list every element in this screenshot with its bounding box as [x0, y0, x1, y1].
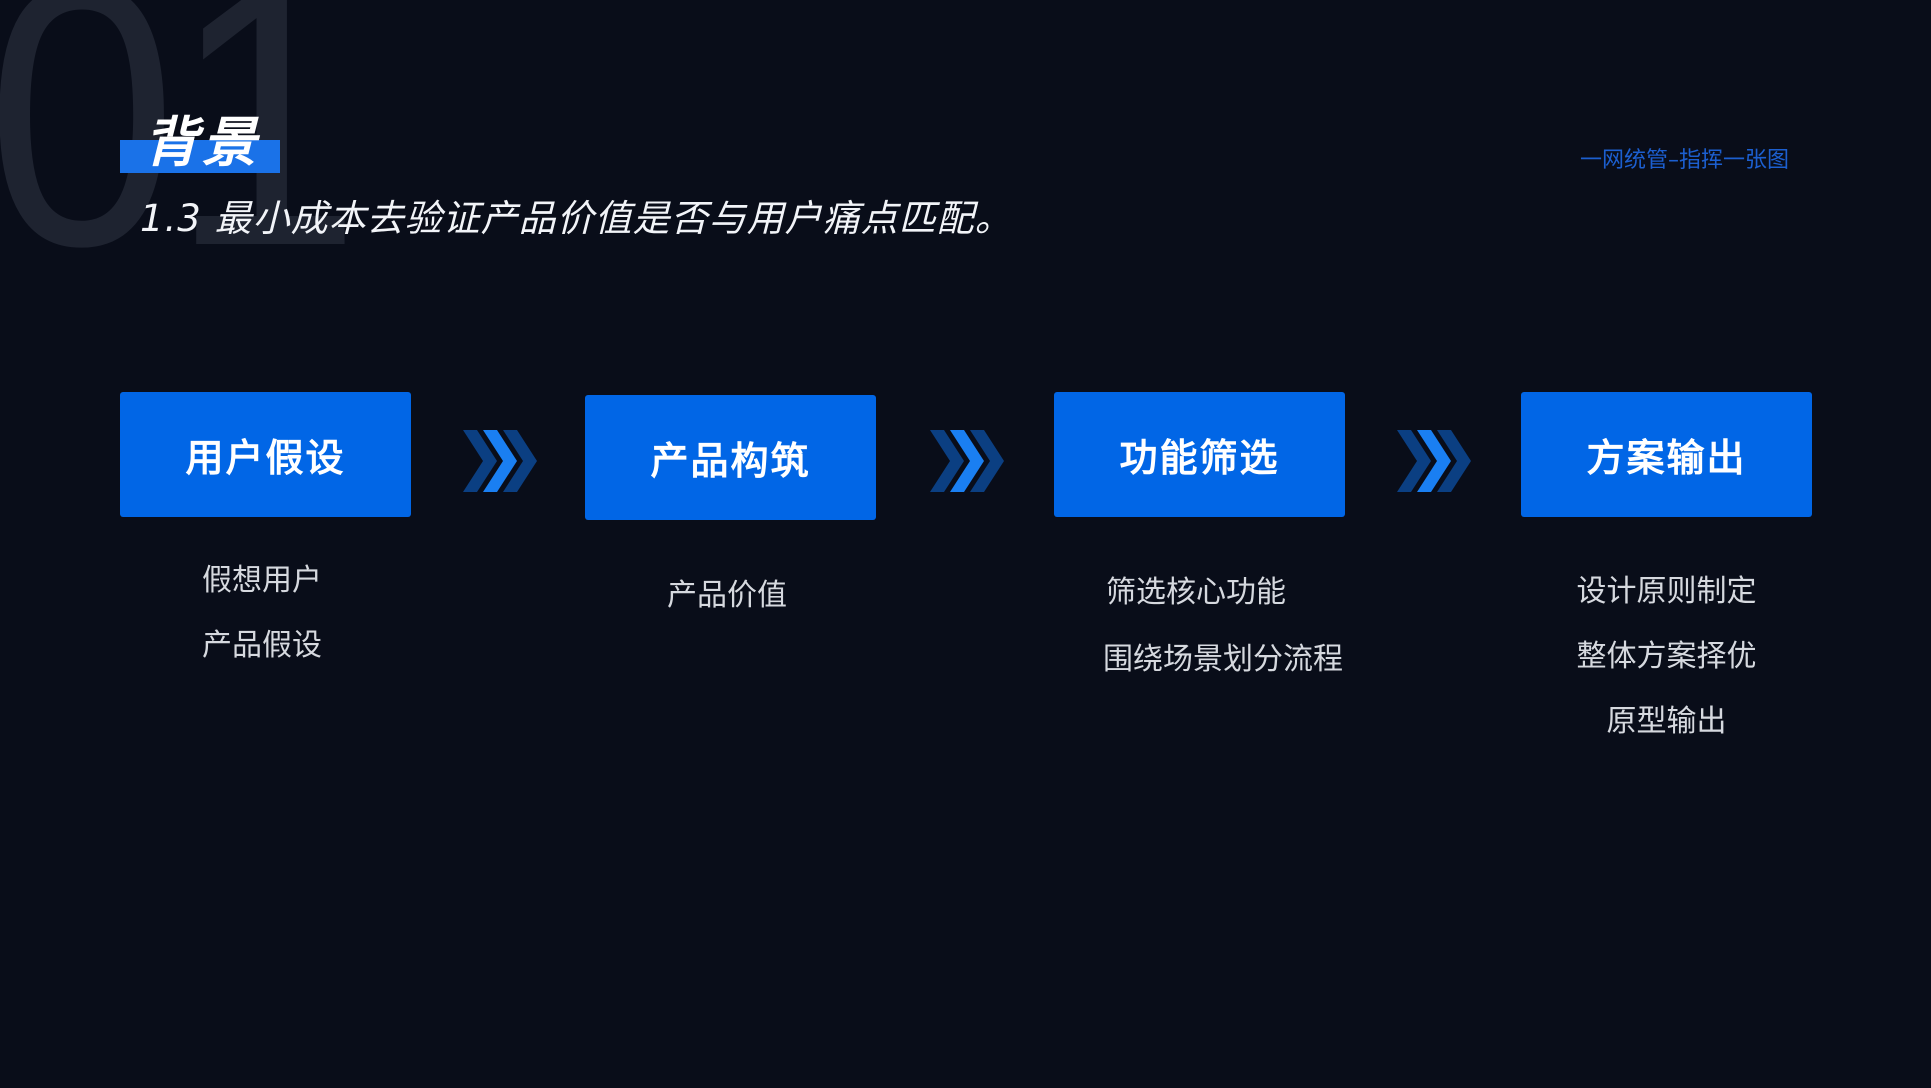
- heading-highlight-bar: [120, 140, 280, 173]
- page-subtitle: 1.3 最小成本去验证产品价值是否与用户痛点匹配。: [140, 197, 1013, 240]
- flow-step-product-build: 产品构筑: [585, 395, 876, 520]
- list-item: 围绕场景划分流程: [1103, 642, 1343, 677]
- list-item: 假想用户: [202, 563, 322, 598]
- flow-step-4-items: 设计原则制定 整体方案择优 原型输出: [1521, 559, 1812, 754]
- list-item: 设计原则制定: [1576, 574, 1757, 609]
- page-title: 背景: [144, 111, 260, 174]
- flow-step-solution-output: 方案输出: [1521, 392, 1812, 517]
- triple-chevron-right-icon: [930, 430, 1004, 492]
- flow-step-label: 产品构筑: [650, 439, 811, 483]
- list-item: 整体方案择优: [1576, 639, 1757, 674]
- flow-step-label: 方案输出: [1586, 436, 1747, 480]
- list-item: 产品假设: [202, 628, 322, 663]
- list-item: 原型输出: [1606, 704, 1727, 739]
- list-item: 筛选核心功能: [1106, 575, 1286, 610]
- flow-step-user-hypothesis: 用户假设: [120, 392, 411, 517]
- section-heading: 背景: [120, 110, 280, 174]
- header-tagline: 一网统管–指挥一张图: [1580, 148, 1790, 173]
- list-item: 产品价值: [667, 578, 787, 613]
- flow-step-feature-filter: 功能筛选: [1054, 392, 1345, 517]
- flow-step-label: 用户假设: [185, 436, 346, 480]
- flow-step-3-items: 筛选核心功能 围绕场景划分流程: [1103, 559, 1343, 693]
- flow-step-2-items: 产品价值: [667, 563, 787, 628]
- flow-step-1-items: 假想用户 产品假设: [202, 548, 322, 678]
- triple-chevron-right-icon: [1397, 430, 1471, 492]
- triple-chevron-right-icon: [463, 430, 537, 492]
- flow-step-label: 功能筛选: [1119, 436, 1280, 480]
